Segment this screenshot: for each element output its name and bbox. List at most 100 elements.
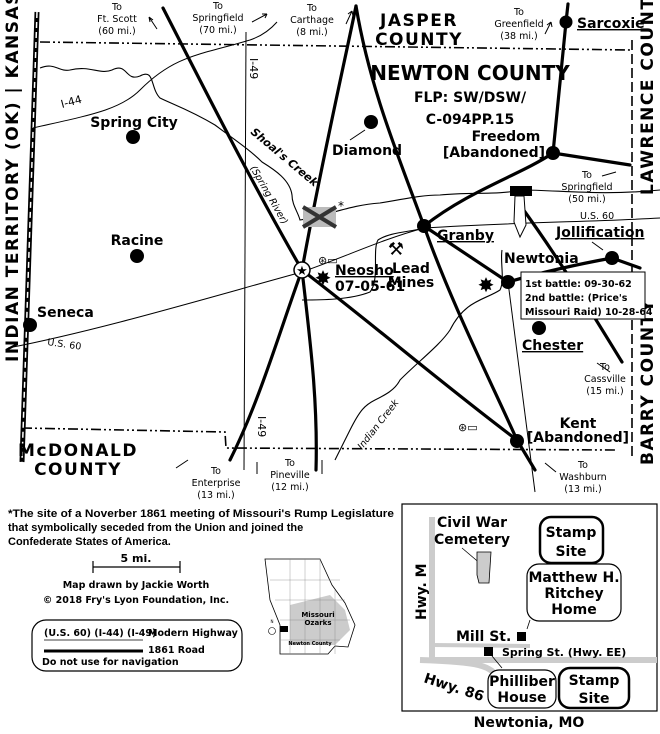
svg-text:⊛▭: ⊛▭ [458, 421, 478, 434]
svg-text:*The site of a Noverber 1861 m: *The site of a Noverber 1861 meeting of … [8, 508, 394, 520]
modern-highways [7, 21, 660, 493]
svg-text:Spring St. (Hwy. EE): Spring St. (Hwy. EE) [502, 646, 626, 659]
freedom-dot [546, 146, 560, 160]
missouri-locator-map: Missouri Ozarks Newton County N [264, 558, 356, 655]
map-title: NEWTON COUNTY FLP: SW/DSW/ C-094PP.15 [370, 61, 570, 128]
svg-text:(60 mi.): (60 mi.) [98, 26, 135, 37]
svg-text:Philliber: Philliber [489, 674, 555, 690]
diamond-dot [364, 115, 378, 129]
svg-text:To: To [581, 170, 592, 181]
svg-text:Do not use for navigation: Do not use for navigation [42, 657, 179, 668]
philliber-house-box: Philliber House [487, 669, 557, 709]
newtonia-inset: Civil War Cemetery Hwy. M Hwy. 86 Mill S… [401, 503, 658, 712]
svg-text:Cassville: Cassville [584, 374, 626, 385]
svg-text:Matthew H.: Matthew H. [528, 570, 619, 586]
newtonia-kent-highway [507, 281, 536, 493]
svg-text:★: ★ [296, 264, 308, 279]
svg-text:Mines: Mines [388, 275, 435, 291]
svg-text:Pineville: Pineville [270, 470, 310, 481]
svg-text:To: To [284, 458, 295, 469]
neosho-creek [301, 227, 425, 301]
svg-text:1st battle: 09-30-62: 1st battle: 09-30-62 [525, 279, 632, 290]
town-labels: Sarcoxie Freedom [Abandoned] Spring City… [37, 16, 645, 446]
jollification-dot [605, 251, 619, 265]
svg-text:To: To [212, 1, 223, 12]
kent-dot [510, 434, 524, 448]
ritchey-home-box: Matthew H. Ritchey Home [526, 563, 622, 622]
seneca-dot [23, 318, 37, 332]
indian-creek [334, 249, 503, 461]
svg-text:Springfield: Springfield [192, 13, 243, 24]
svg-text:Stamp: Stamp [569, 673, 620, 689]
svg-text:(70 mi.): (70 mi.) [199, 25, 236, 36]
svg-text:BARRY COUNTY: BARRY COUNTY [638, 299, 658, 465]
svg-text:(15 mi.): (15 mi.) [586, 386, 623, 397]
svg-text:I-49: I-49 [255, 416, 268, 437]
svg-text:⊛▭: ⊛▭ [318, 254, 338, 267]
svg-text:5 mi.: 5 mi. [121, 552, 152, 565]
svg-text:Missouri Raid) 10-28-64: Missouri Raid) 10-28-64 [525, 307, 653, 318]
cannon-icon: ⊛▭ ⊛▭ [318, 254, 478, 434]
confederate-flag-icon: * [301, 199, 344, 229]
svg-text:C-094PP.15: C-094PP.15 [426, 112, 514, 128]
svg-text:To: To [577, 460, 588, 471]
svg-text:Granby: Granby [437, 228, 494, 244]
svg-text:Ritchey: Ritchey [544, 586, 603, 602]
svg-text:(12 mi.): (12 mi.) [271, 482, 308, 493]
newtonia-dot [501, 275, 515, 289]
svg-text:Freedom: Freedom [472, 129, 541, 145]
svg-text:Home: Home [551, 602, 596, 618]
svg-text:U.S. 60: U.S. 60 [580, 211, 614, 222]
svg-text:Ft. Scott: Ft. Scott [97, 14, 137, 25]
svg-text:Enterprise: Enterprise [192, 478, 241, 489]
cemetery-plot [476, 551, 492, 584]
svg-text:Cemetery: Cemetery [434, 532, 510, 548]
stamp-site-top: Stamp Site [538, 515, 605, 565]
mill-st-road [431, 643, 531, 648]
highway-labels: I-44 I-49 I-49 U.S. 60 U.S. 60 [47, 58, 615, 437]
svg-text:1861 Road: 1861 Road [148, 645, 205, 656]
svg-text:Indian Creek: Indian Creek [356, 397, 402, 452]
svg-text:(13 mi.): (13 mi.) [564, 484, 601, 495]
svg-text:McDONALD: McDONALD [18, 441, 138, 461]
svg-text:*: * [338, 199, 344, 213]
svg-text:that symbolically seceded from: that symbolically seceded from the Union… [8, 522, 303, 534]
sarcoxie-dot [559, 15, 573, 29]
stamp-site-bottom: Stamp Site [557, 666, 631, 710]
town-markers: ★ [23, 15, 619, 448]
svg-text:INDIAN TERRITORY (OK) | KANSAS: INDIAN TERRITORY (OK) | KANSAS [3, 0, 23, 362]
svg-text:I-49: I-49 [247, 58, 260, 79]
svg-text:(U.S. 60) (I-44) (I-49): (U.S. 60) (I-44) (I-49) [44, 628, 156, 639]
battle-info-box: 1st battle: 09-30-62 2nd battle: (Price'… [520, 271, 653, 320]
svg-text:(13 mi.): (13 mi.) [197, 490, 234, 501]
svg-text:(Spring River): (Spring River) [247, 164, 289, 226]
svg-text:Neosho: Neosho [335, 263, 394, 279]
svg-text:Hwy. M: Hwy. M [414, 563, 430, 620]
shoals-creek [39, 65, 660, 221]
chester-dot [532, 321, 546, 335]
neosho-star-icon: ★ [293, 261, 311, 279]
svg-text:✸: ✸ [315, 266, 332, 290]
svg-text:Lead: Lead [392, 261, 430, 277]
north-arrow-icon [268, 627, 276, 635]
svg-text:Spring City: Spring City [90, 115, 178, 131]
svg-text:COUNTY: COUNTY [34, 460, 122, 480]
credit: Map drawn by Jackie Worth [63, 580, 210, 591]
scale-bar: 5 mi. [92, 552, 181, 573]
footnote: *The site of a Noverber 1861 meeting of … [8, 508, 394, 548]
svg-text:Site: Site [555, 544, 586, 560]
svg-text:(8 mi.): (8 mi.) [296, 27, 327, 38]
svg-text:To: To [513, 7, 524, 18]
svg-text:Seneca: Seneca [37, 305, 94, 321]
svg-text:JASPER: JASPER [379, 11, 458, 31]
svg-text:NEWTON COUNTY: NEWTON COUNTY [370, 61, 570, 85]
ritchey-marker [517, 632, 526, 641]
granby-dot [417, 219, 431, 233]
svg-text:House: House [497, 690, 546, 706]
svg-text:Chester: Chester [522, 338, 583, 354]
svg-text:N: N [271, 619, 274, 624]
svg-text:U.S. 60: U.S. 60 [47, 337, 82, 353]
i49-line [243, 31, 247, 471]
philliber-marker [484, 647, 493, 656]
